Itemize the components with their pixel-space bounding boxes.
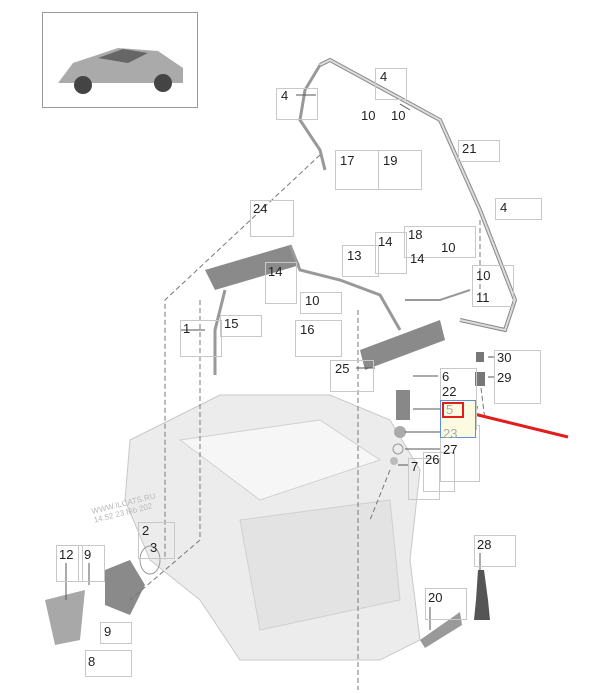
callout-10[interactable]: 10 xyxy=(361,108,376,123)
callout-10[interactable]: 10 xyxy=(476,268,491,283)
callout-14[interactable]: 14 xyxy=(410,251,425,266)
injector xyxy=(396,390,410,420)
sealant-bottle xyxy=(474,570,490,620)
callout-9[interactable]: 9 xyxy=(84,547,92,562)
callout-22[interactable]: 22 xyxy=(442,384,457,399)
callout-15[interactable]: 15 xyxy=(224,316,239,331)
callout-14[interactable]: 14 xyxy=(378,234,393,249)
callout-20[interactable]: 20 xyxy=(428,590,443,605)
callout-11[interactable]: 11 xyxy=(476,290,490,305)
callout-24[interactable]: 24 xyxy=(253,201,268,216)
callout-5-selected[interactable]: 5 xyxy=(446,402,454,417)
selected-callout-highlight xyxy=(442,402,464,418)
grease-tube xyxy=(420,612,462,648)
callout-25[interactable]: 25 xyxy=(335,361,350,376)
callout-10[interactable]: 10 xyxy=(391,108,406,123)
callout-14[interactable]: 14 xyxy=(268,264,283,279)
callout-18[interactable]: 18 xyxy=(408,227,423,242)
callout-28[interactable]: 28 xyxy=(477,537,492,552)
callout-9[interactable]: 9 xyxy=(104,624,112,639)
callout-7[interactable]: 7 xyxy=(411,459,419,474)
callout-26[interactable]: 26 xyxy=(425,452,440,467)
callout-19[interactable]: 19 xyxy=(383,153,398,168)
callout-10[interactable]: 10 xyxy=(441,240,456,255)
callout-8[interactable]: 8 xyxy=(88,654,96,669)
fuel-rail-right xyxy=(360,320,445,370)
callout-3[interactable]: 3 xyxy=(150,540,158,555)
callout-30[interactable]: 30 xyxy=(497,350,512,365)
callout-29[interactable]: 29 xyxy=(497,370,512,385)
callout-16[interactable]: 16 xyxy=(300,322,315,337)
callout-2[interactable]: 2 xyxy=(142,523,150,538)
callout-1[interactable]: 1 xyxy=(183,321,191,336)
callout-17[interactable]: 17 xyxy=(340,153,355,168)
fuel-line-21-inner xyxy=(319,58,517,332)
callout-4[interactable]: 4 xyxy=(500,200,508,215)
vehicle-thumbnail xyxy=(42,12,198,108)
callout-21[interactable]: 21 xyxy=(462,141,477,156)
callout-10[interactable]: 10 xyxy=(305,293,320,308)
callout-27[interactable]: 27 xyxy=(443,442,458,457)
callout-23[interactable]: 23 xyxy=(443,426,458,441)
fuel-pump xyxy=(105,560,145,615)
callout-4[interactable]: 4 xyxy=(380,69,388,84)
callout-12[interactable]: 12 xyxy=(59,547,74,562)
car-icon xyxy=(58,48,183,94)
bracket xyxy=(45,590,85,645)
selected-callout-area[interactable] xyxy=(440,400,476,438)
callout-6[interactable]: 6 xyxy=(442,369,450,384)
fuel-rail-left xyxy=(205,245,300,290)
callout-4[interactable]: 4 xyxy=(281,88,289,103)
callout-13[interactable]: 13 xyxy=(347,248,362,263)
